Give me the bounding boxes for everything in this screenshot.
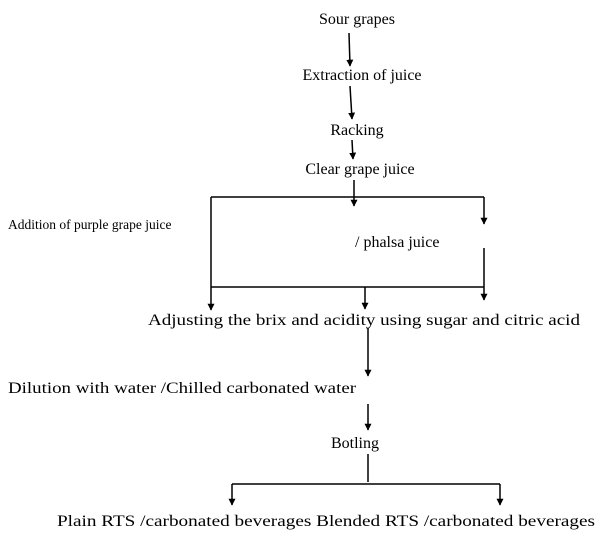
arrow-sour-to-extraction (346, 32, 354, 67)
step-extraction: Extraction of juice (302, 67, 421, 84)
arrow-racking-to-clear (349, 139, 357, 160)
arrow-extraction-to-racking (348, 85, 356, 120)
step-adjusting: Adjusting the brix and acidity using sug… (148, 312, 580, 329)
step-dilution: Dilution with water /Chilled carbonated … (8, 380, 357, 397)
step-addition-purple: Addition of purple grape juice (8, 217, 171, 232)
step-outputs: Plain RTS /carbonated beverages Blended … (57, 513, 595, 530)
step-sour-grapes: Sour grapes (319, 11, 395, 28)
step-phalsa: / phalsa juice (355, 234, 439, 251)
step-racking: Racking (330, 122, 383, 139)
step-botling: Botling (331, 435, 379, 452)
step-clear-juice: Clear grape juice (305, 161, 414, 178)
